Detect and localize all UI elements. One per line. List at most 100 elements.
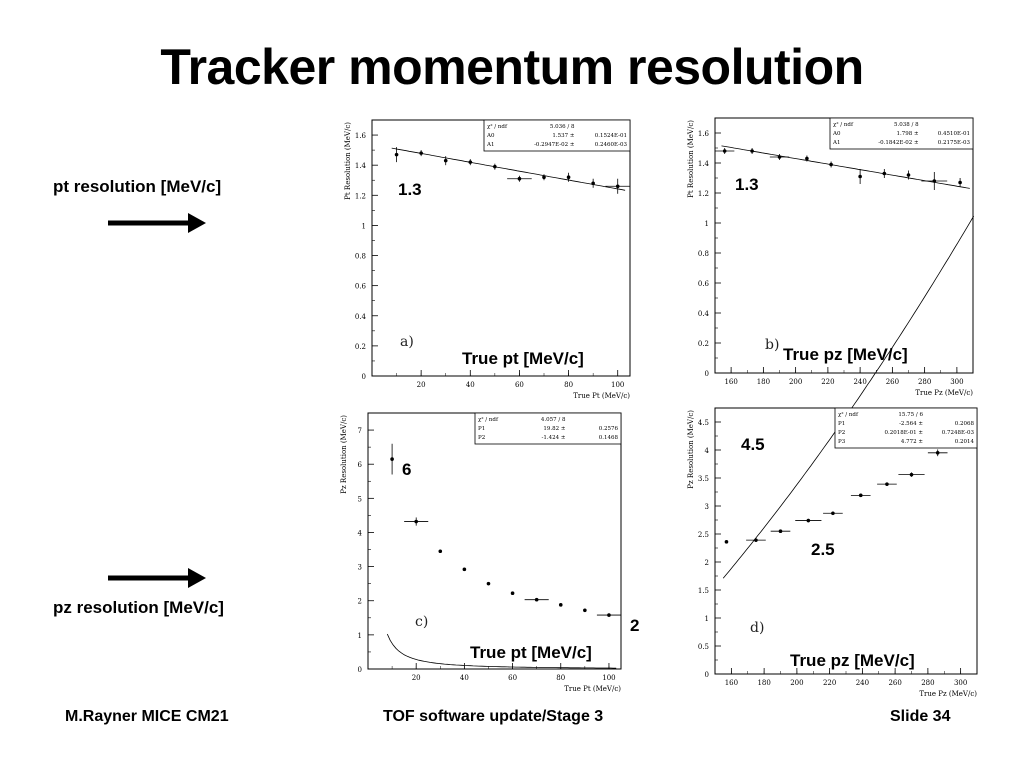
point-marker bbox=[806, 518, 811, 523]
y-tick-label: 0.8 bbox=[698, 250, 709, 258]
point-marker bbox=[607, 613, 611, 617]
x-axis-title: True Pt (MeV/c) bbox=[564, 685, 621, 693]
point-marker bbox=[443, 158, 448, 163]
stats-param-name: χ² / ndf bbox=[833, 121, 854, 128]
data-point bbox=[558, 603, 563, 607]
fit-stats-box bbox=[483, 119, 631, 152]
stats-param-error: 0.2576 bbox=[599, 426, 619, 432]
stats-param-name: P1 bbox=[838, 421, 845, 427]
data-point bbox=[443, 156, 448, 166]
point-marker bbox=[754, 538, 758, 542]
data-point bbox=[438, 549, 443, 554]
stats-param-error: 0.2460E-03 bbox=[595, 142, 628, 148]
x-tick-label: 100 bbox=[602, 674, 615, 682]
point-marker bbox=[462, 567, 467, 572]
point-marker bbox=[724, 540, 729, 544]
stats-param-name: χ² / ndf bbox=[487, 123, 508, 130]
y-tick-label: 1.6 bbox=[698, 130, 710, 138]
data-point bbox=[921, 172, 948, 190]
fit-stats-box bbox=[474, 412, 622, 445]
point-marker bbox=[935, 451, 940, 455]
stats-param-name: A1 bbox=[832, 140, 840, 146]
point-marker bbox=[885, 482, 889, 486]
x-tick-label: 200 bbox=[789, 378, 802, 386]
true-momentum-label: True pt [MeV/c] bbox=[462, 349, 584, 368]
x-tick-label: 60 bbox=[508, 674, 517, 682]
x-axis-title: True Pz (MeV/c) bbox=[919, 690, 977, 698]
data-point bbox=[882, 169, 887, 178]
y-tick-label: 1.5 bbox=[698, 587, 709, 595]
point-marker bbox=[722, 149, 727, 153]
data-point bbox=[927, 449, 948, 457]
resolution-callout: 6 bbox=[402, 460, 411, 479]
point-marker bbox=[486, 581, 491, 586]
data-point bbox=[462, 567, 467, 572]
stats-param-error: 0.7248E-03 bbox=[942, 430, 975, 436]
panel-letter: b) bbox=[765, 337, 779, 353]
y-tick-label: 1 bbox=[705, 615, 709, 623]
data-point bbox=[510, 591, 515, 596]
stats-param-value: 15.75 / 6 bbox=[898, 412, 923, 418]
point-marker bbox=[829, 162, 833, 167]
data-point bbox=[877, 482, 897, 486]
y-tick-label: 1.2 bbox=[698, 190, 709, 198]
y-tick-label: 3 bbox=[358, 564, 362, 572]
stats-param-value: 1.798 ± bbox=[897, 131, 919, 137]
point-marker bbox=[777, 155, 782, 159]
fit-curve bbox=[386, 633, 617, 669]
plot-frame bbox=[714, 117, 974, 374]
data-point bbox=[605, 178, 630, 194]
stats-param-value: -1.424 ± bbox=[542, 435, 566, 441]
panel-letter: a) bbox=[400, 334, 414, 350]
data-point bbox=[419, 150, 423, 157]
true-momentum-label: True pz [MeV/c] bbox=[790, 651, 915, 670]
point-marker bbox=[958, 180, 962, 185]
y-tick-label: 6 bbox=[358, 461, 363, 469]
y-axis-title: Pt Resolution (MeV/c) bbox=[687, 120, 695, 198]
x-tick-label: 20 bbox=[412, 674, 421, 682]
x-tick-label: 180 bbox=[757, 378, 770, 386]
stats-param-error: 0.1468 bbox=[599, 435, 619, 441]
data-point bbox=[850, 493, 871, 498]
stats-param-value: 5.036 / 8 bbox=[550, 124, 575, 130]
y-axis-title: Pz Resolution (MeV/c) bbox=[340, 415, 348, 494]
point-marker bbox=[906, 173, 911, 177]
x-tick-label: 240 bbox=[856, 679, 869, 687]
fit-stats-box bbox=[834, 407, 978, 449]
y-tick-label: 1.4 bbox=[698, 160, 710, 168]
stats-param-error: 0.2068 bbox=[955, 421, 975, 427]
stats-param-error: 0.1524E-01 bbox=[595, 133, 627, 139]
true-momentum-label: True pz [MeV/c] bbox=[783, 345, 908, 364]
data-point bbox=[770, 529, 791, 533]
pz-resolution-label: pz resolution [MeV/c] bbox=[53, 598, 224, 617]
data-point bbox=[394, 147, 399, 163]
footer-author: M.Rayner MICE CM21 bbox=[65, 708, 229, 725]
x-tick-label: 100 bbox=[611, 381, 624, 389]
y-tick-label: 1.4 bbox=[355, 162, 367, 170]
x-tick-label: 200 bbox=[790, 679, 803, 687]
point-marker bbox=[831, 511, 835, 516]
x-tick-label: 280 bbox=[918, 378, 931, 386]
data-point bbox=[468, 159, 473, 166]
stats-param-name: A1 bbox=[486, 142, 494, 148]
data-point bbox=[524, 597, 549, 602]
data-point bbox=[823, 511, 843, 516]
true-momentum-label: True pt [MeV/c] bbox=[470, 643, 592, 662]
x-tick-label: 40 bbox=[460, 674, 469, 682]
point-marker bbox=[858, 174, 862, 179]
data-point bbox=[906, 170, 911, 180]
data-point bbox=[404, 517, 429, 526]
point-marker bbox=[558, 603, 563, 607]
data-point bbox=[724, 540, 729, 544]
point-marker bbox=[438, 549, 443, 554]
data-point bbox=[769, 154, 790, 160]
data-point bbox=[958, 178, 962, 187]
y-tick-label: 7 bbox=[358, 427, 362, 435]
data-point bbox=[583, 608, 587, 613]
stats-param-name: P1 bbox=[478, 426, 485, 432]
y-tick-label: 0.6 bbox=[698, 280, 710, 288]
resolution-callout: 2.5 bbox=[811, 540, 835, 559]
point-marker bbox=[566, 175, 571, 180]
